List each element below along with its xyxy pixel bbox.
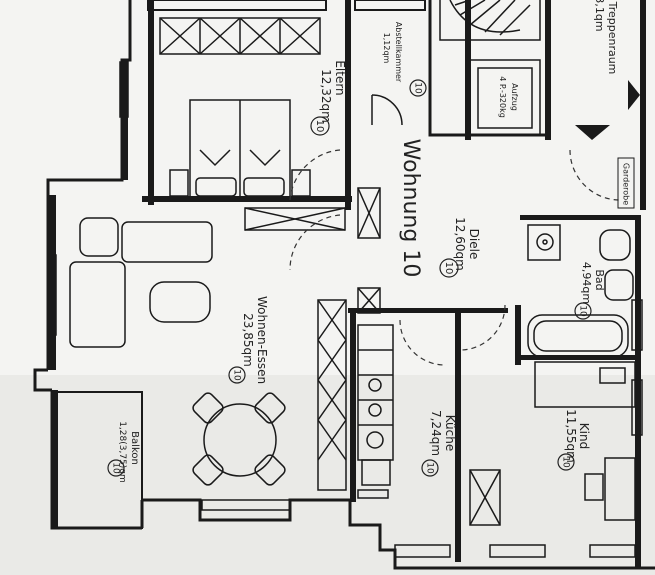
elevator — [469, 59, 541, 136]
wardrobe-top — [147, 0, 426, 11]
aufzug-label: Aufzug — [510, 83, 519, 111]
kueche-area: 7,24qm — [429, 410, 443, 456]
diele-closets — [244, 187, 381, 314]
diele-area: 12,60qm — [453, 217, 467, 271]
abstell-label: Abstellkammer — [394, 22, 403, 83]
garderobe-label: Garderobe — [622, 163, 631, 205]
eltern-area: 12,32qm — [319, 69, 333, 123]
wohnen-label: Wohnen-Essen — [255, 296, 269, 384]
abstell-unit: 10 — [413, 82, 423, 94]
kitchen-units — [317, 299, 394, 499]
treppe-area: 3,1qm — [593, 0, 606, 32]
balcony — [53, 391, 143, 529]
solid-door-lines — [371, 94, 403, 126]
door-swings — [289, 149, 621, 366]
apartment-title: Wohnung 10 — [398, 139, 423, 278]
wohnen-area: 23,85qm — [241, 313, 255, 367]
aufzug-capacity: 4 P.-320kg — [498, 76, 507, 118]
bad-label: Bad — [593, 269, 606, 290]
kind-unit: 10 — [561, 456, 571, 468]
balkon-label: Balkon — [129, 431, 140, 465]
unit-badges — [107, 79, 592, 477]
eltern-label: Eltern — [333, 60, 347, 95]
garderobe-box — [617, 157, 635, 209]
kueche-label: Küche — [443, 415, 457, 451]
stair-arrows — [575, 80, 640, 140]
bad-unit: 10 — [578, 305, 588, 317]
diele-label: Diele — [467, 229, 481, 260]
kueche-unit: 10 — [425, 462, 435, 474]
eltern-unit: 10 — [314, 120, 325, 133]
double-bed — [169, 99, 311, 199]
balkon-area: 1,28(3,75)qm — [117, 421, 127, 483]
kind-furniture — [469, 361, 636, 526]
bathroom-fixtures — [527, 224, 634, 358]
balkon-unit: 10 — [111, 462, 121, 474]
treppe-label: Treppenraum — [606, 1, 619, 75]
wohnen-unit: 10 — [232, 369, 242, 381]
wall-fills — [48, 0, 646, 568]
abstell-area: 1,12qm — [382, 33, 391, 64]
kind-label: Kind — [577, 423, 591, 449]
living-furniture — [69, 217, 286, 486]
kind-area: 11,55qm — [564, 409, 578, 463]
scan-shading — [0, 375, 655, 575]
bad-area: 4,94qm — [580, 262, 593, 304]
diele-unit: 10 — [443, 262, 454, 275]
staircase — [439, 0, 541, 41]
eltern-wardrobe — [159, 17, 321, 55]
